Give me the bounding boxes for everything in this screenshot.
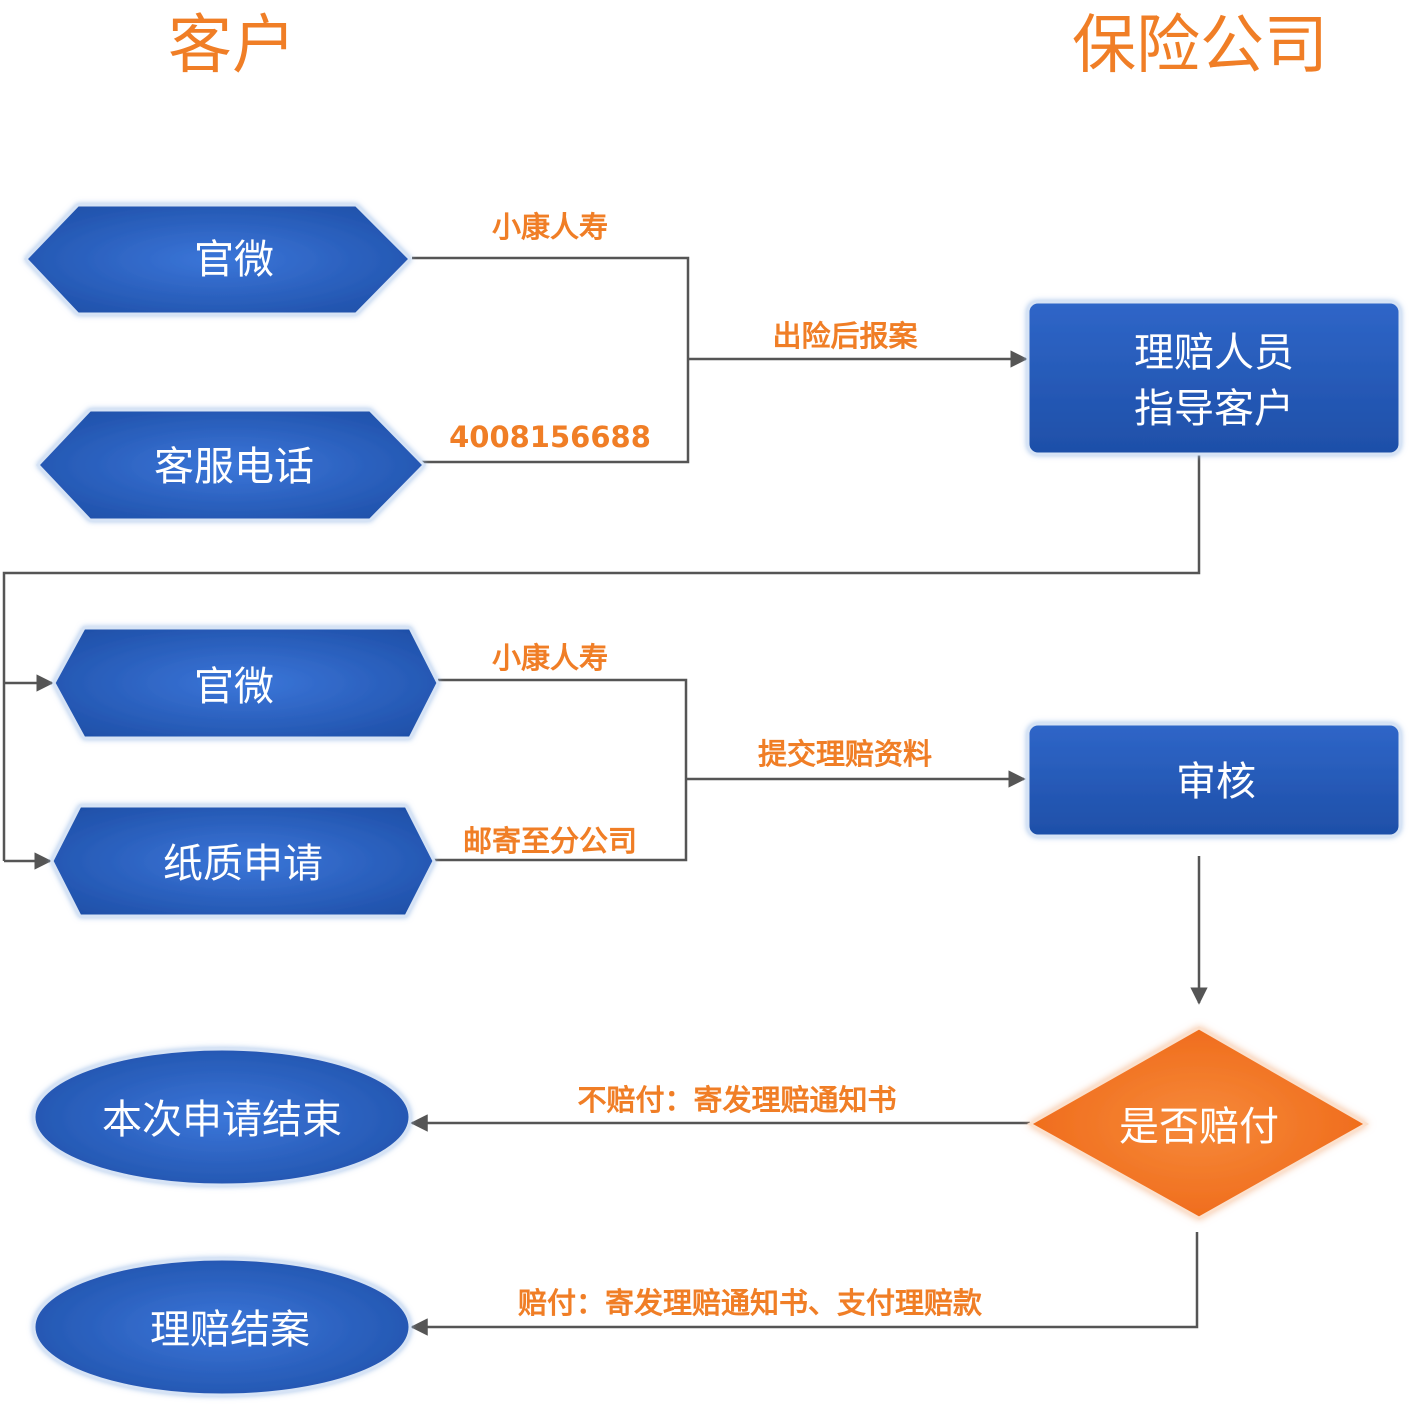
edge-label-xiaokang-1: 小康人寿 — [492, 210, 608, 244]
edge-label-pay: 赔付：寄发理赔通知书、支付理赔款 — [518, 1286, 983, 1320]
edge-label-submit-materials: 提交理赔资料 — [758, 737, 932, 771]
node-claim-closed-label: 理赔结案 — [150, 1307, 310, 1353]
connectors — [2, 256, 1208, 1336]
node-application-end: 本次申请结束 — [32, 1047, 412, 1187]
node-adjuster: 理赔人员 指导客户 — [1026, 300, 1402, 456]
column-title-customer: 客户 — [168, 9, 296, 83]
edge-label-report: 出险后报案 — [772, 319, 918, 353]
column-title-insurer: 保险公司 — [1072, 9, 1328, 83]
connector-pay — [410, 1232, 1199, 1336]
node-guanwei-2: 官微 — [52, 626, 440, 740]
edge-label-mail-branch: 邮寄至分公司 — [463, 824, 637, 858]
connector-loop — [2, 454, 1201, 861]
node-review-label: 审核 — [1176, 759, 1256, 805]
node-kefu-phone: 客服电话 — [35, 408, 427, 522]
node-guanwei-1-label: 官微 — [194, 237, 274, 283]
node-kefu-phone-label: 客服电话 — [154, 444, 314, 490]
edge-label-xiaokang-2: 小康人寿 — [492, 641, 608, 675]
node-paper-application-label: 纸质申请 — [163, 841, 323, 887]
node-review: 审核 — [1026, 722, 1402, 838]
node-guanwei-2-label: 官微 — [194, 664, 274, 710]
node-paper-application: 纸质申请 — [50, 804, 436, 918]
node-pay-decision-label: 是否赔付 — [1119, 1104, 1279, 1150]
node-guanwei-1: 官微 — [23, 203, 413, 316]
edge-label-phone-number: 4008156688 — [449, 420, 651, 454]
node-adjuster-label-line2: 指导客户 — [1134, 386, 1294, 432]
connector-guanwei2 — [434, 678, 688, 862]
node-adjuster-label-line1: 理赔人员 — [1134, 330, 1294, 376]
node-pay-decision: 是否赔付 — [1026, 1026, 1370, 1220]
edge-label-no-pay: 不赔付：寄发理赔通知书 — [577, 1083, 896, 1117]
node-claim-closed: 理赔结案 — [32, 1257, 412, 1397]
node-application-end-label: 本次申请结束 — [102, 1097, 342, 1143]
